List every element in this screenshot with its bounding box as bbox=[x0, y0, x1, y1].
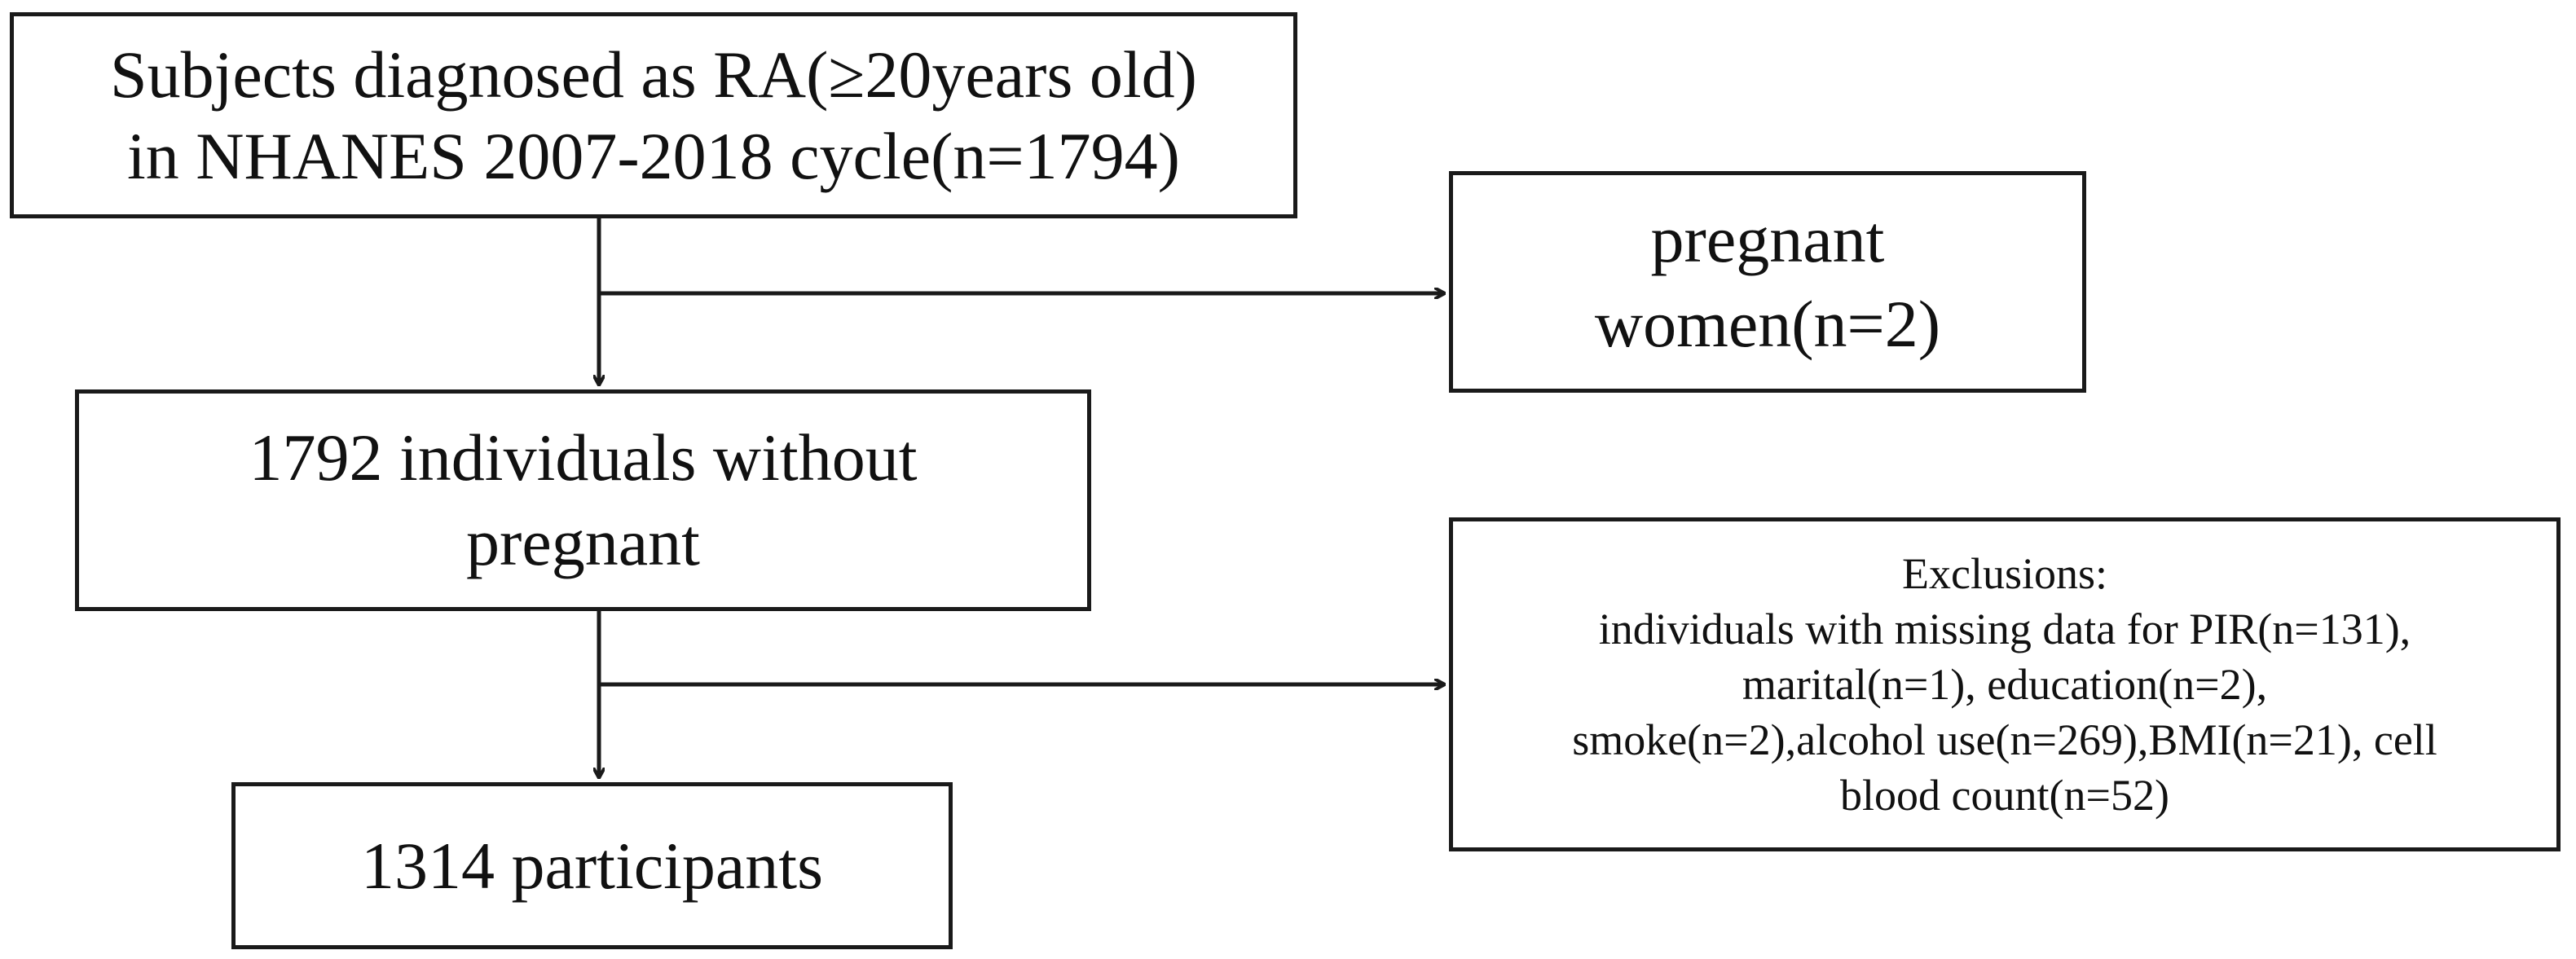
non-pregnant-line-1: 1792 individuals without bbox=[249, 420, 918, 495]
source-line-2: in NHANES 2007-2018 cycle(n=1794) bbox=[127, 118, 1180, 193]
exclusions-box: Exclusions: individuals with missing dat… bbox=[1449, 517, 2561, 851]
source-line-1: Subjects diagnosed as RA(≥20years old) bbox=[110, 37, 1197, 112]
pregnant-line-2: women(n=2) bbox=[1594, 287, 1941, 361]
final-participants-box: 1314 participants bbox=[231, 782, 953, 949]
exclusions-line-3: smoke(n=2),alcohol use(n=269),BMI(n=21),… bbox=[1572, 715, 2437, 764]
pregnant-line-1: pregnant bbox=[1650, 202, 1885, 276]
exclusions-line-4: blood count(n=52) bbox=[1840, 771, 2169, 820]
pregnant-exclusion-box: pregnant women(n=2) bbox=[1449, 171, 2086, 393]
non-pregnant-line-2: pregnant bbox=[466, 505, 700, 579]
exclusions-line-1: individuals with missing data for PIR(n=… bbox=[1598, 605, 2411, 653]
non-pregnant-box: 1792 individuals without pregnant bbox=[75, 389, 1091, 611]
exclusions-heading: Exclusions: bbox=[1902, 549, 2107, 598]
source-population-box: Subjects diagnosed as RA(≥20years old) i… bbox=[10, 12, 1297, 218]
exclusions-line-2: marital(n=1), education(n=2), bbox=[1742, 660, 2268, 709]
final-line-1: 1314 participants bbox=[360, 828, 824, 903]
